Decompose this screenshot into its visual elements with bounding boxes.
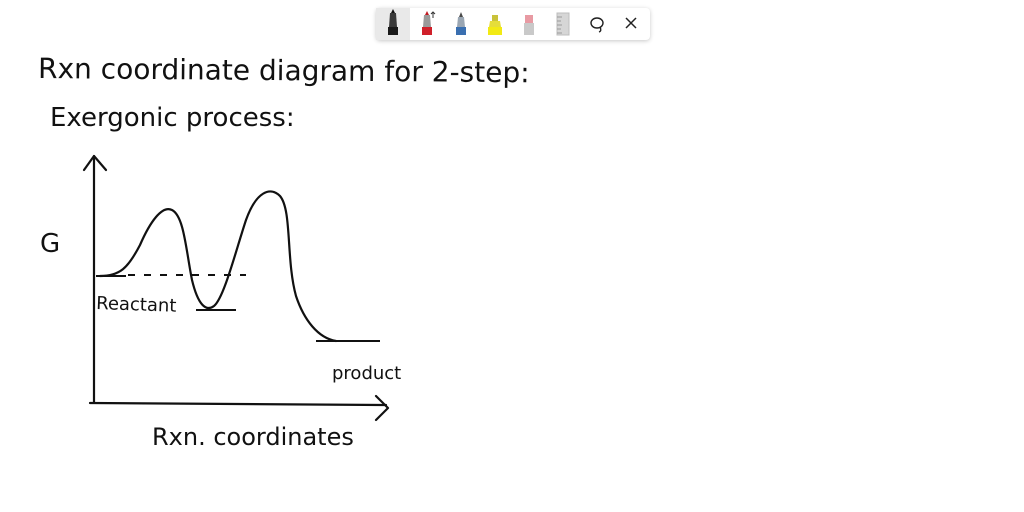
x-axis-label: Rxn. coordinates [152,423,354,451]
eraser-icon[interactable] [512,8,546,40]
drawing-toolbar [376,8,650,40]
x-axis-arrowhead [374,394,390,422]
reactant-label: Reactant [96,293,177,317]
close-icon[interactable] [614,8,648,40]
heading-text: Rxn coordinate diagram for 2-step: [38,52,530,89]
y-axis-arrowhead [82,154,108,172]
subheading-text: Exergonic process: [50,103,295,133]
black-marker-icon[interactable] [376,8,410,40]
red-marker-icon[interactable] [410,8,444,40]
y-axis-label: G [40,229,60,259]
lasso-icon[interactable] [580,8,614,40]
energy-curve [98,190,338,343]
yellow-highlighter-icon[interactable] [478,8,512,40]
x-axis [88,401,388,407]
product-label: product [332,363,401,384]
blue-pen-icon[interactable] [444,8,478,40]
ruler-icon[interactable] [546,8,580,40]
